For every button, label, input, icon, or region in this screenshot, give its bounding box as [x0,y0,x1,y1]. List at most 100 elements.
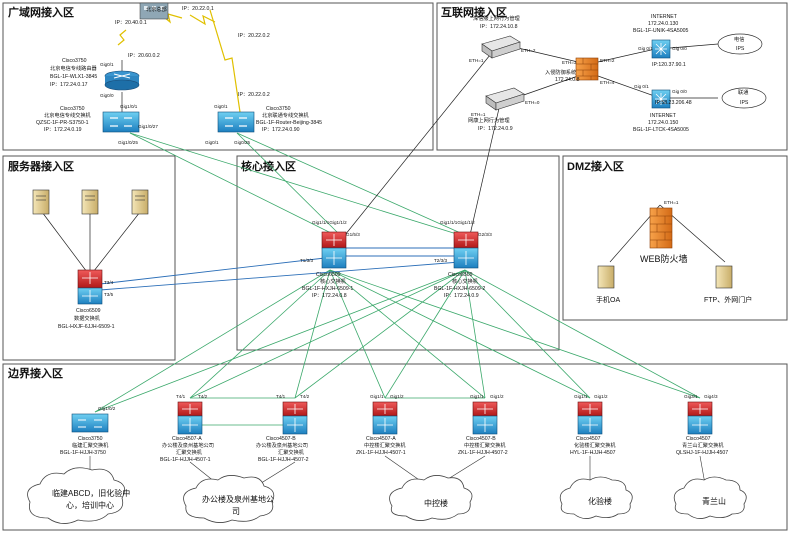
zone-core [236,155,560,351]
wan-switch-1-host: QZSC-1F-PR-S3750-1 [36,120,89,126]
edge-switch-zhongkong-2-port-r: Gig1/2 [490,394,504,399]
server-icon [597,265,615,289]
internet-router-2-ip: 172.24.0.150 [648,120,678,126]
core-switch-2-name: Cisco6509 [448,272,473,278]
wan-switch-1-name: Cisco3750 [60,106,85,112]
core-switch-2-ip: IP：172.24.0.9 [444,293,479,299]
behavior-mgmt-2-name: 网康上网行为管理 [468,116,510,124]
wan-switch-1-port-top: Gig1/0/1 [120,104,138,109]
edge-switch-zhongkong-2-port-l: Gig1/1 [470,394,484,399]
wan-switch-2-name: Cisco3750 [266,106,291,112]
edge-switch-zhongkong-2-name: Cisco4507-B [466,436,496,442]
internet-router-2-link-ip: IP:58.23.206.48 [655,100,692,106]
cloud-label-office-2: 司 [232,507,240,516]
core-switch-2-port-t23: T2/3/3 [434,258,447,263]
wan-switch-2-port-top: Gig0/1 [214,104,228,109]
internet-router-1-title: INTERNET [651,14,678,20]
intrusion-firewall-port-eth2: ETH=2 [600,58,615,63]
behavior-mgmt-2-port-eth0: ETH=0 [525,100,540,105]
isp-unicom-type: IPS [740,100,749,106]
dmz-server-oa-label: 手机OA [596,295,620,304]
edge-switch-huayan-icon [577,401,603,435]
router-desc: 北京电信专线路由器 [50,64,98,72]
wan-switch-2-host: BGL-1F-Router-Beijing-3845 [256,120,322,126]
wan-lightning-links [117,9,241,113]
edge-switch-office-1-desc: 办公楼及泉州基地公司 [162,441,214,449]
edge-switch-office-1-name: Cisco4507-A [172,436,202,442]
core-switch-1-desc: 核心交换机 [320,277,347,285]
wan-link-ip-2: IP：20.40.0.1 [115,20,147,26]
isp-unicom-name: 联通 [738,88,749,96]
edge-switch-linjian-host: BGL-1F-HJJH-3750 [60,450,106,456]
wan-link-ip-5: IP：20.22.0.2 [238,92,270,98]
edge-switch-office-1-port-l: T4/1 [176,394,186,399]
isp-telecom-cloud-icon [717,33,763,55]
wan-switch-2-ip: IP：172.24.0.90 [262,127,300,133]
behavior-mgmt-1-ip: IP：172.24.10.8 [480,24,518,30]
core-switch-1-host: BGL-1F-HXJH-6509-1 [302,286,353,292]
edge-switch-qinglanshan-port-l: Gig3/1 [684,394,698,399]
edge-switch-zhongkong-1-desc: 中控楼汇聚交换机 [364,441,406,449]
isp-telecom-name: 电信 [734,35,744,43]
wan-switch-1-port-right: Gig1/0/27 [138,124,158,129]
edge-switch-linjian-port: Gig1/0/2 [98,406,116,411]
core-switch-2-desc: 核心交换机 [452,277,479,285]
internet-router-1-port-g00: Gig 0/0 [672,46,687,51]
edge-switch-zhongkong-2-host: ZKL-1F-HJJH-4507-2 [458,450,508,456]
core-switch-1-port-t13: T1/3/3 [300,258,313,263]
router-icon [104,70,140,91]
data-switch-port-2: T3/5 [104,292,114,297]
intrusion-firewall-port-eth3: ETH=3 [562,60,577,65]
internet-router-2-icon [651,89,671,109]
wan-link-ip-1: IP：20.22.0.1 [182,6,214,12]
edge-switch-zhongkong-2-icon [472,401,498,435]
edge-switch-office-2-host: BGL-1F-HJJH-4507-2 [258,457,309,463]
behavior-mgmt-1-port-eth2: ETH=2 [521,48,536,53]
edge-switch-qinglanshan-icon [687,401,713,435]
wan-switch-2-port-br: Gig0/25 [234,140,251,145]
internet-router-1-link-ip: IP:120.37.90.1 [652,62,686,68]
data-switch-icon [77,269,103,305]
core-switch-2-port-g11: Gig1/1/1Gig1/1/2 [440,220,475,225]
edge-switch-office-1-host: BGL-1F-HJJH-4507-1 [160,457,211,463]
edge-switch-huayan-desc: 化验楼汇聚交换机 [574,441,616,449]
edge-switch-zhongkong-2-desc: 中控楼汇聚交换机 [464,441,506,449]
edge-switch-zhongkong-1-name: Cisco4507-A [366,436,396,442]
cloud-label-zhongkong: 中控楼 [424,498,448,508]
edge-switch-huayan-name: Cisco4507 [576,436,601,442]
intrusion-firewall-port-eth4: ETH=4 [600,80,615,85]
behavior-mgmt-2-ip: IP：172.24.0.9 [478,126,513,132]
internet-router-1-ip: 172.24.0.130 [648,21,678,27]
edge-switch-qinglanshan-host: QLSHJ-1F-HJJH-4507 [676,450,728,456]
intrusion-firewall-icon [575,57,599,81]
internet-router-1-icon [651,39,671,59]
behavior-mgmt-1-port-eth1: ETH=1 [469,58,484,63]
wan-link-ip-3: IP：20.60.0.2 [128,53,160,59]
internet-router-2-title: INTERNET [650,113,677,119]
intrusion-firewall-name: 入侵防御系统 [545,68,576,76]
edge-switch-office-1-port-r: T4/2 [198,394,208,399]
behavior-mgmt-2-port-eth1: ETH=1 [471,112,486,117]
green-links [94,132,701,426]
data-switch-name: Cisco6509 [76,308,101,314]
router-ip: IP：172.24.0.17 [50,82,88,88]
data-switch-desc: 数据交换机 [74,314,101,322]
edge-switch-linjian-icon [71,413,109,433]
edge-switch-office-1-role: 汇聚交换机 [176,448,203,456]
edge-switch-huayan-host: HYL-1F-HJJH-4507 [570,450,616,456]
wan-switch-1-icon [102,111,140,133]
server-icon [32,189,50,215]
core-switch-1-port-g11: Gig1/1/1Gig1/1/2 [312,220,347,225]
wan-switch-2-desc: 北京联通专线交换机 [262,111,310,119]
server-icon [715,265,733,289]
edge-switch-qinglanshan-name: Cisco4507 [686,436,711,442]
web-firewall-icon [649,207,673,249]
edge-switch-zhongkong-1-port-l: Gig1/1 [370,394,384,399]
wan-switch-1-port-bottom: Gig1/0/25 [118,140,138,145]
core-switch-2-port-g23: G2/3/3 [478,232,492,237]
edge-switch-qinglanshan-desc: 青兰山汇聚交换机 [682,441,724,449]
intrusion-firewall-ip: 172.24.0.8 [555,77,580,83]
blue-links [99,247,461,291]
zone-wan-title: 广域网接入区 [8,5,74,19]
